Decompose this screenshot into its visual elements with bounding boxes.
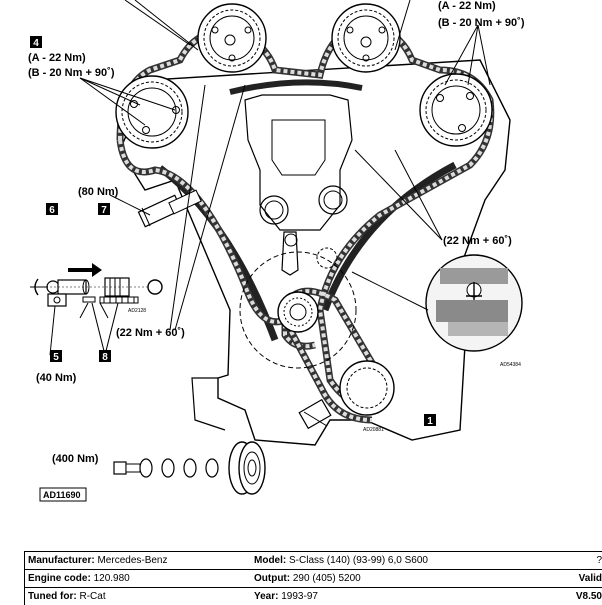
svg-text:1: 1 [427,416,433,427]
camshaft-sprocket-outer-right [420,74,492,146]
torque-top-right-b: (B - 20 Nm + 90˚) [438,17,525,29]
callout-6: 6 [46,203,58,216]
tuned-for-label: Tuned for: [28,591,77,602]
block-bore-right [319,186,347,214]
manufacturer-label: Manufacturer: [28,555,95,566]
year-value: 1993-97 [281,591,318,602]
camshaft-sprocket-inner-right [332,4,400,72]
year-label: Year: [254,591,278,602]
figure-code-boxed: AD11690 [40,488,86,501]
chain-tensioner-lower [299,400,331,429]
figure-code-small: AD2128 [128,308,146,314]
info-col3-row3: V8.50 [576,591,602,602]
svg-text:4: 4 [33,38,39,49]
callout-8: 8 [99,350,111,363]
svg-text:AD11690: AD11690 [43,490,81,500]
figure-code-main: AD20881 [363,427,384,433]
output-label: Output: [254,573,290,584]
torque-40: (40 Nm) [36,372,77,384]
block-inner-contour [245,95,352,230]
callout-7: 7 [98,203,110,216]
vehicle-info-table: Manufacturer: Mercedes-Benz Model: S-Cla… [24,551,602,605]
callout-5: 5 [50,350,62,363]
info-row: Tuned for: R-Cat Year: 1993-97 V8.50 [25,588,602,605]
torque-22-left: (22 Nm + 60˚) [116,327,185,339]
info-col3-row1: ? [596,555,602,566]
model-value: S-Class (140) (93-99) 6,0 S600 [289,555,428,566]
detail-inset [352,255,522,351]
output-value: 290 (405) 5200 [293,573,361,584]
svg-text:6: 6 [49,205,55,216]
torque-top-right-a: (A - 22 Nm) [438,0,496,12]
tuned-for-value: R-Cat [79,591,105,602]
info-row: Engine code: 120.980 Output: 290 (405) 5… [25,570,602,588]
callout-4: 4 [30,36,42,49]
torque-22-right: (22 Nm + 60˚) [443,235,512,247]
engine-code-value: 120.980 [94,573,130,584]
info-col3-row2: Valid [579,573,602,584]
figure-code-inset: AD54384 [500,362,521,368]
manufacturer-value: Mercedes-Benz [97,555,167,566]
svg-text:7: 7 [101,205,107,216]
engine-code-label: Engine code: [28,573,91,584]
direction-arrow [68,263,102,277]
crankshaft-pulley-assembly [114,442,265,494]
upper-guide-rail [230,82,362,92]
block-inner-contour-2 [272,120,325,175]
torque-left-a: (A - 22 Nm) [28,52,86,64]
idler-sprocket [340,361,394,415]
camshaft-sprocket-inner-left [198,4,266,72]
torque-left-b: (B - 20 Nm + 90˚) [28,67,115,79]
torque-400: (400 Nm) [52,453,99,465]
callout-1: 1 [424,414,436,427]
info-row: Manufacturer: Mercedes-Benz Model: S-Cla… [25,552,602,570]
svg-text:8: 8 [102,352,108,363]
torque-80: (80 Nm) [78,186,119,198]
svg-text:5: 5 [53,352,59,363]
model-label: Model: [254,555,286,566]
